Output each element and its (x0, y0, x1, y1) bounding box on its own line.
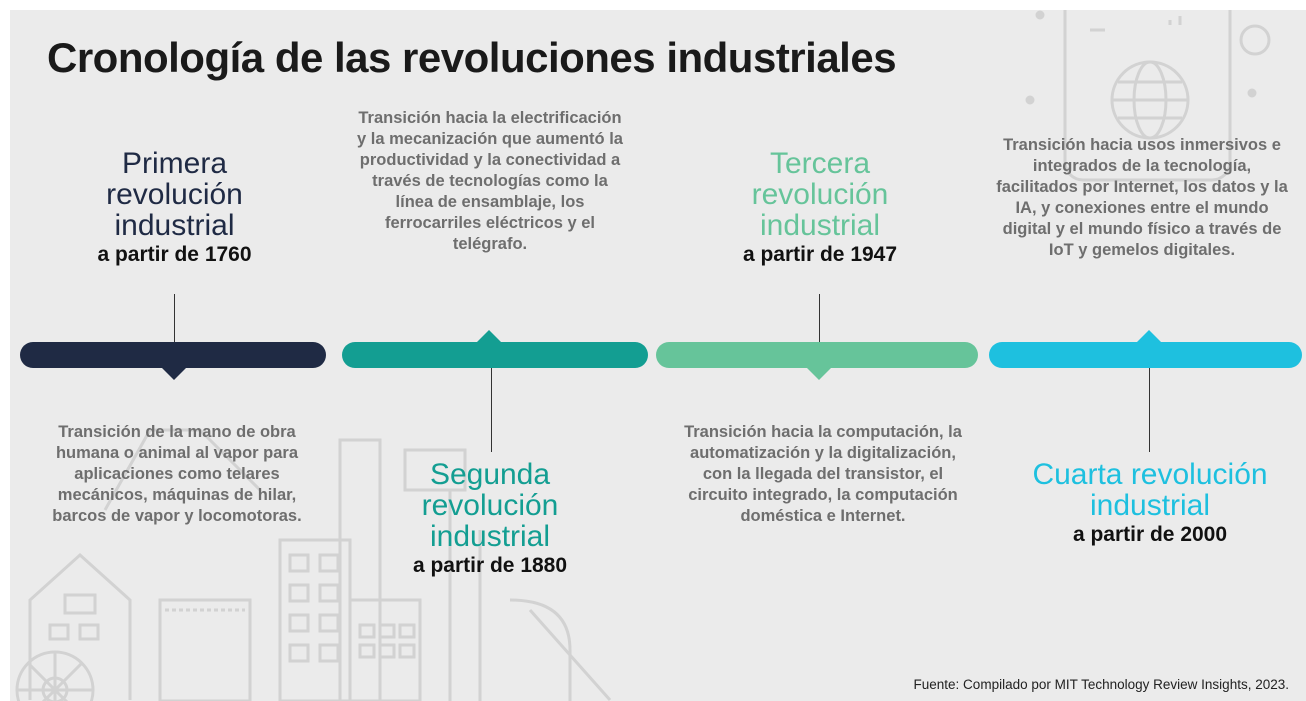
revolution-name: Tercera revolución industrial (751, 147, 889, 242)
revolution-name: Cuarta revolución industrial (1032, 458, 1268, 522)
page-title: Cronología de las revoluciones industria… (47, 34, 897, 81)
pointer-down-third (806, 367, 832, 380)
timeline-segment-third (656, 342, 978, 368)
industrial-background-illustration (15, 10, 1271, 701)
revolution-date: a partir de 2000 (1072, 523, 1228, 546)
connector-line-first (174, 294, 175, 342)
pointer-up-second (476, 330, 502, 343)
revolution-description-second: Transición hacia la electrificación y la… (357, 109, 623, 253)
revolution-description-fourth: Transición hacia usos inmersivos e integ… (996, 136, 1288, 259)
infographic-panel: Cronología de las revoluciones industria… (10, 10, 1306, 701)
timeline-segment-first (20, 342, 326, 368)
revolution-date: a partir de 1760 (97, 243, 252, 266)
source-citation: Fuente: Compilado por MIT Technology Rev… (913, 677, 1289, 692)
revolution-date: a partir de 1880 (412, 554, 568, 577)
revolution-name: Primera revolución industrial (106, 147, 243, 242)
connector-line-fourth (1149, 368, 1150, 452)
connector-line-third (819, 294, 820, 342)
revolution-name: Segunda revolución industrial (421, 458, 559, 553)
connector-line-second (491, 368, 492, 452)
pointer-up-fourth (1136, 330, 1162, 343)
revolution-heading-third: Tercera revolución industrial a partir d… (720, 148, 920, 267)
revolution-heading-first: Primera revolución industrial a partir d… (62, 148, 287, 267)
revolution-heading-fourth: Cuarta revolución industrial a partir de… (1010, 459, 1290, 547)
revolution-description-first: Transición de la mano de obra humana o a… (52, 423, 302, 525)
timeline-segment-second (342, 342, 648, 368)
pointer-down-first (161, 367, 187, 380)
revolution-heading-second: Segunda revolución industrial a partir d… (390, 459, 590, 578)
revolution-date: a partir de 1947 (742, 243, 898, 266)
timeline-segment-fourth (989, 342, 1302, 368)
revolution-description-third: Transición hacia la computación, la auto… (684, 423, 962, 525)
